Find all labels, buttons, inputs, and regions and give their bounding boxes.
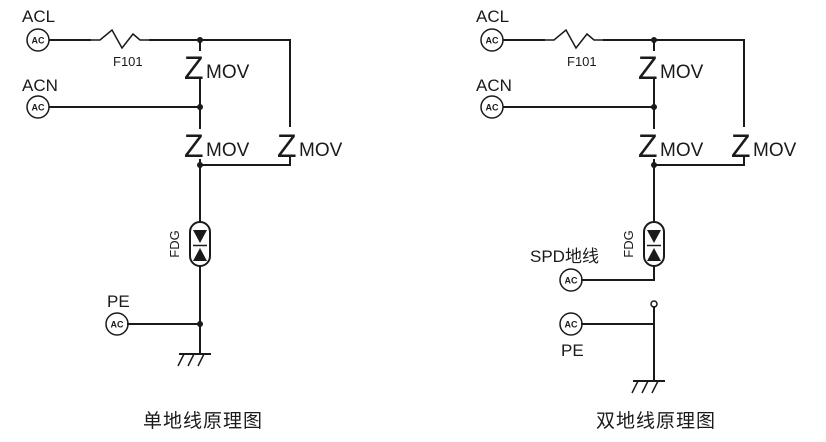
pe-label: PE: [107, 292, 130, 311]
mov1-symbol: Z MOV: [184, 50, 250, 86]
acl-label: ACL: [476, 7, 509, 26]
svg-text:AC: AC: [111, 320, 124, 330]
junction-dot: [651, 162, 657, 168]
svg-text:Z: Z: [184, 128, 204, 164]
mov1-label: MOV: [206, 62, 250, 83]
left-caption: 单地线原理图: [143, 410, 263, 432]
svg-text:AC: AC: [565, 276, 578, 286]
fdg-arrow-up: [193, 248, 207, 261]
junction-dot: [651, 104, 657, 110]
acn-label: ACN: [22, 76, 58, 95]
left-diagram: AC AC AC ACL ACN PE F101 Z MOV Z MOV Z M…: [22, 7, 343, 432]
acn-terminal: AC: [480, 95, 504, 119]
acn-terminal: AC: [26, 95, 50, 119]
pe-terminal: AC: [105, 312, 129, 336]
mov1-label: MOV: [660, 62, 704, 83]
junction-dot: [197, 321, 203, 327]
ground-hatch: [197, 353, 205, 367]
svg-text:Z: Z: [731, 128, 751, 164]
acn-label: ACN: [476, 76, 512, 95]
fdg-label: FDG: [621, 230, 636, 257]
svg-text:AC: AC: [486, 36, 499, 46]
mov3-symbol: Z MOV: [731, 128, 797, 164]
fdg-label: FDG: [167, 230, 182, 257]
ground-hatch: [177, 353, 185, 367]
ground-hatch: [651, 380, 659, 394]
mov2-label: MOV: [660, 140, 704, 161]
ground-hatch: [641, 380, 649, 394]
svg-text:Z: Z: [277, 128, 297, 164]
svg-text:Z: Z: [638, 50, 658, 86]
ground-hatch: [631, 380, 639, 394]
fuse-f101-symbol: [90, 28, 150, 50]
mov3-symbol: Z MOV: [277, 128, 343, 164]
mov3-label: MOV: [299, 140, 343, 161]
junction-dot: [197, 37, 203, 43]
fuse-f101-symbol: [544, 28, 604, 50]
pe-terminal: AC: [559, 312, 583, 336]
spd-terminal: AC: [559, 268, 583, 292]
junction-dot: [651, 37, 657, 43]
fuse-label: F101: [567, 54, 597, 69]
right-diagram: AC AC AC AC ACL ACN SPD地线 PE F101 Z MOV …: [476, 7, 797, 432]
svg-text:AC: AC: [32, 103, 45, 113]
svg-text:Z: Z: [184, 50, 204, 86]
right-caption: 双地线原理图: [596, 410, 716, 432]
acl-terminal: AC: [26, 28, 50, 52]
spd-label: SPD地线: [530, 247, 599, 266]
mov1-symbol: Z MOV: [638, 50, 704, 86]
acl-label: ACL: [22, 7, 55, 26]
fdg-arrow-down: [647, 230, 661, 243]
junction-dot: [197, 162, 203, 168]
mov2-label: MOV: [206, 140, 250, 161]
mov2-symbol: Z MOV: [638, 128, 704, 164]
mov2-symbol: Z MOV: [184, 128, 250, 164]
fuse-label: F101: [113, 54, 143, 69]
svg-text:AC: AC: [565, 320, 578, 330]
svg-text:Z: Z: [638, 128, 658, 164]
fdg-arrow-up: [647, 248, 661, 261]
ground-hatch: [187, 353, 195, 367]
pe-label: PE: [561, 341, 584, 360]
svg-text:AC: AC: [486, 103, 499, 113]
acl-terminal: AC: [480, 28, 504, 52]
fdg-arrow-down: [193, 230, 207, 243]
junction-dot: [197, 104, 203, 110]
mov3-label: MOV: [753, 140, 797, 161]
svg-text:AC: AC: [32, 36, 45, 46]
